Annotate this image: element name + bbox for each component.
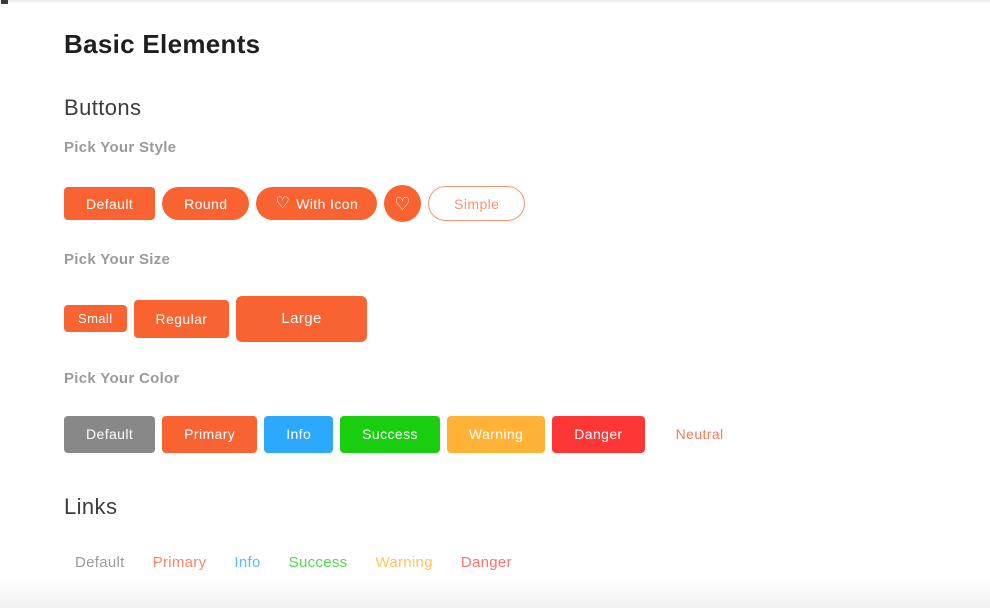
- link-info[interactable]: Info: [234, 553, 261, 571]
- color-button-danger[interactable]: Danger: [552, 415, 645, 453]
- heart-circle-button[interactable]: ♡: [384, 185, 422, 223]
- link-primary[interactable]: Primary: [152, 553, 207, 571]
- color-button-default[interactable]: Default: [64, 415, 156, 453]
- regular-size-button[interactable]: Regular: [133, 299, 230, 338]
- page-title: Basic Elements: [64, 29, 261, 59]
- color-button-warning[interactable]: Warning: [446, 415, 546, 453]
- size-buttons-row: Small Regular Large: [64, 295, 990, 342]
- pick-your-size-heading: Pick Your Size: [64, 250, 171, 268]
- top-left-artifact: [1, 0, 8, 4]
- round-style-button[interactable]: Round: [162, 187, 250, 221]
- heart-icon: ♡: [275, 194, 291, 212]
- color-button-primary[interactable]: Primary: [162, 415, 258, 453]
- top-border-line: [0, 0, 990, 2]
- pick-your-color-heading: Pick Your Color: [64, 369, 180, 387]
- simple-style-button[interactable]: Simple: [428, 186, 526, 222]
- heart-icon: ♡: [394, 193, 411, 214]
- default-style-button[interactable]: Default: [64, 187, 156, 221]
- color-buttons-row: Default Primary Info Success Warning Dan…: [64, 415, 990, 453]
- color-button-neutral[interactable]: Neutral: [653, 415, 746, 453]
- pick-your-style-heading: Pick Your Style: [64, 138, 177, 156]
- link-danger[interactable]: Danger: [460, 553, 512, 571]
- large-size-button[interactable]: Large: [236, 295, 367, 342]
- with-icon-button-label: With Icon: [296, 195, 359, 212]
- color-button-info[interactable]: Info: [264, 415, 334, 453]
- buttons-section-title: Buttons: [64, 94, 142, 120]
- bottom-gradient: [0, 578, 990, 608]
- small-size-button[interactable]: Small: [64, 305, 127, 333]
- links-row: Default Primary Info Success Warning Dan…: [64, 554, 990, 571]
- style-buttons-row: Default Round ♡ With Icon ♡ Simple: [64, 185, 990, 223]
- link-success[interactable]: Success: [288, 553, 348, 571]
- color-button-success[interactable]: Success: [340, 415, 440, 453]
- main-content: Basic Elements Buttons Pick Your Style D…: [64, 29, 990, 571]
- links-section-title: Links: [64, 493, 118, 519]
- with-icon-button[interactable]: ♡ With Icon: [256, 187, 378, 221]
- link-warning[interactable]: Warning: [375, 553, 433, 571]
- link-default[interactable]: Default: [75, 553, 125, 571]
